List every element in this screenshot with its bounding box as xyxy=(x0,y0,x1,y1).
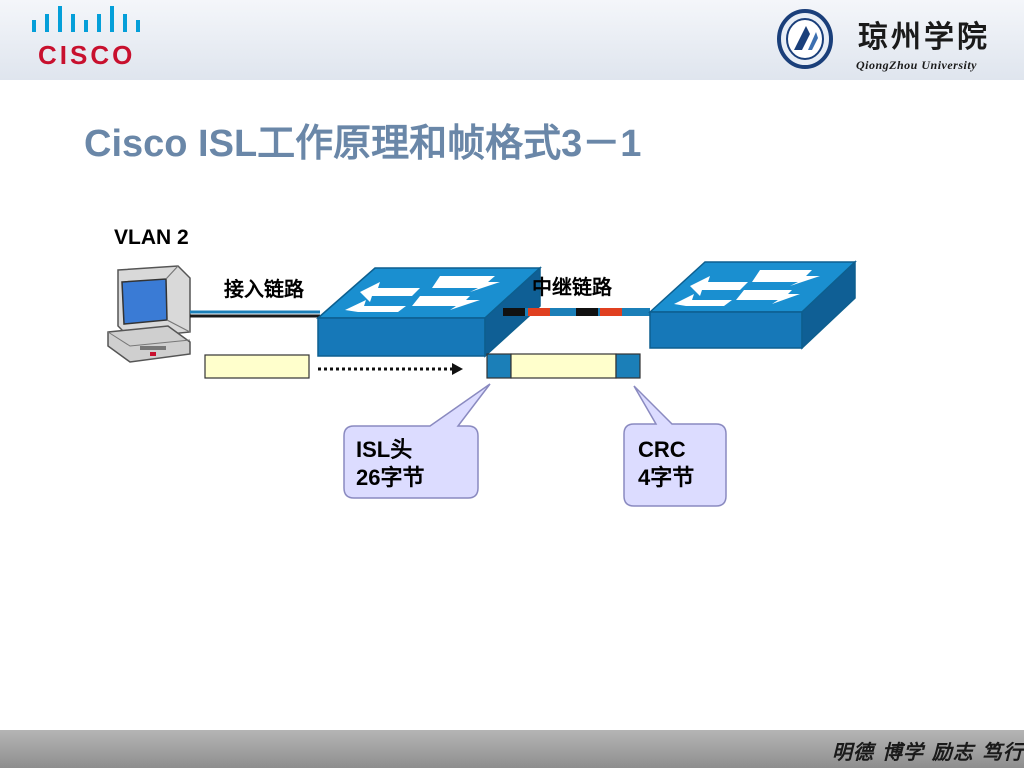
access-link-label: 接入链路 xyxy=(224,277,304,301)
callout-crc-text: CRC 4字节 xyxy=(638,436,694,492)
page-title: Cisco ISL工作原理和帧格式3－1 xyxy=(84,123,642,165)
cisco-logo-text: CISCO xyxy=(38,40,136,70)
callout-crc-line2: 4字节 xyxy=(638,465,695,490)
callout-crc-line1: CRC xyxy=(638,437,686,462)
trunk-link-line xyxy=(503,308,650,316)
footer-motto-text: 明德 博学 励志 笃行 xyxy=(832,740,1024,764)
footer-motto: 明德 博学 励志 笃行 xyxy=(824,730,1024,768)
university-seal-icon xyxy=(777,9,833,69)
footer-bar xyxy=(0,730,1024,768)
school-name: 琼州学院 xyxy=(858,20,990,55)
trunk-link-label: 中继链路 xyxy=(532,275,612,299)
header-bar: CISCO 琼州学院 QiongZhou University xyxy=(0,0,1024,80)
original-frame-box xyxy=(204,354,310,379)
callout-crc xyxy=(623,385,727,507)
switch-right-icon xyxy=(648,260,857,350)
callout-isl-header xyxy=(343,383,491,499)
school-name-english: QiongZhou University xyxy=(856,58,978,72)
computer-icon xyxy=(107,265,191,363)
callout-isl-line2: 26字节 xyxy=(356,465,425,490)
cisco-bridge-icon xyxy=(32,6,140,32)
crc-box xyxy=(615,353,641,379)
callout-isl-text: ISL头 26字节 xyxy=(356,436,424,492)
switch-left-icon xyxy=(316,266,542,358)
isl-header-box xyxy=(486,353,512,379)
encapsulated-frame-box xyxy=(510,353,617,379)
callout-isl-line1: ISL头 xyxy=(356,437,413,462)
vlan-label: VLAN 2 xyxy=(114,226,189,249)
